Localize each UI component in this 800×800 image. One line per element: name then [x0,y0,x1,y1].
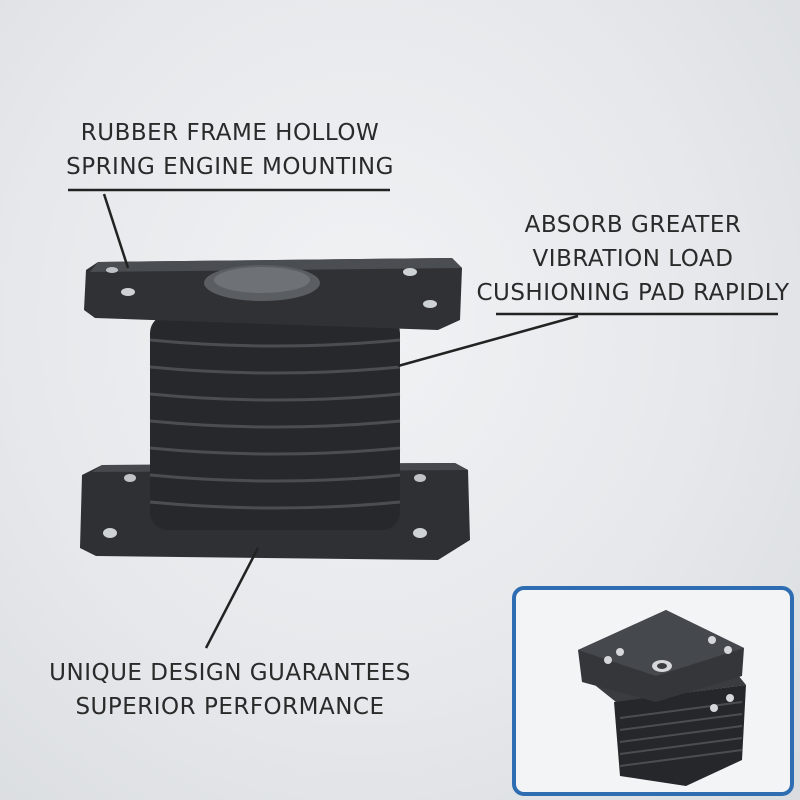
callout-lines [68,188,778,649]
callout-bottom-line2: SUPERIOR PERFORMANCE [75,694,385,720]
callout-top-line1: RUBBER FRAME HOLLOW [80,120,380,146]
callout-right-line3: CUSHIONING PAD RAPIDLY [476,280,790,306]
callout-bottom-line1: UNIQUE DESIGN GUARANTEES [49,660,411,686]
callout-top-line2: SPRING ENGINE MOUNTING [66,154,394,180]
inset-product-image [578,610,746,786]
callout-right-label: ABSORB GREATER VIBRATION LOAD CUSHIONING… [468,208,798,310]
callout-top-label: RUBBER FRAME HOLLOW SPRING ENGINE MOUNTI… [60,116,400,184]
inset-product-view [512,586,794,796]
callout-right-line2: VIBRATION LOAD [532,246,734,272]
callout-right-line1: ABSORB GREATER [524,212,742,238]
top-mounting-plate [84,258,462,330]
callout-bottom-label: UNIQUE DESIGN GUARANTEES SUPERIOR PERFOR… [40,656,420,724]
rubber-bellows [149,315,401,530]
